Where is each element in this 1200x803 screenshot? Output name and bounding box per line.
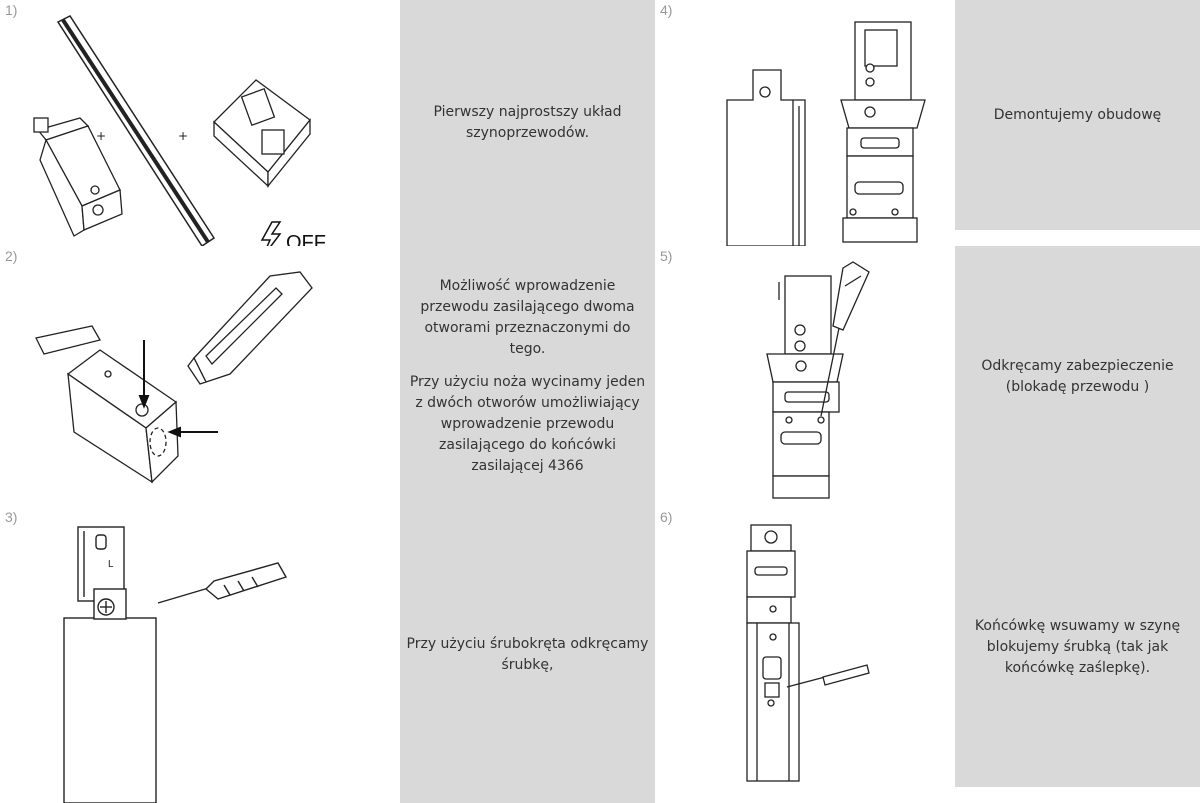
- step-2-line-6: z dwóch otworów umożliwiający: [415, 395, 640, 411]
- step-1-number: 1): [5, 2, 18, 18]
- step-5-line-1: Odkręcamy zabezpieczenie: [981, 357, 1174, 374]
- step-4-line-1: Demontujemy obudowę: [993, 106, 1162, 123]
- step-3-description: Przy użyciu śrubokręta odkręcamy śrubkę,: [400, 507, 655, 803]
- step-1-illustration: 1) + +: [0, 0, 400, 246]
- step-2-line-9: zasilającej 4366: [471, 458, 584, 474]
- step-2-line-7: wprowadzenie przewodu: [440, 416, 615, 432]
- track-system-drawing: + + OFF: [33, 15, 326, 246]
- step-5-number: 5): [660, 248, 673, 264]
- step-2-line-4: tego.: [509, 341, 546, 357]
- step-5-line-2: (blokadę przewodu ): [1005, 378, 1150, 395]
- screwdriver-drawing: L: [63, 526, 288, 803]
- step-1-line-2: szynoprzewodów.: [465, 125, 590, 141]
- housing-removal-drawing: [726, 21, 926, 246]
- step-2-number: 2): [5, 248, 18, 264]
- step-6-illustration: 6): [655, 507, 955, 803]
- step-6-line-2: blokujemy śrubką (tak jak: [986, 638, 1169, 655]
- step-4-description: Demontujemy obudowę: [955, 0, 1200, 230]
- step-4-number: 4): [660, 2, 673, 18]
- step-6-line-3: końcówkę zaślepkę).: [1004, 659, 1151, 676]
- step-5-description: Odkręcamy zabezpieczenie (blokadę przewo…: [955, 246, 1200, 507]
- insert-into-rail-drawing: [746, 524, 870, 782]
- unscrew-lock-drawing: [766, 261, 870, 499]
- step-2-illustration: 2): [0, 246, 400, 507]
- svg-text:+: +: [96, 129, 106, 143]
- step-2-line-3: otworami przeznaczonymi do: [424, 320, 631, 336]
- svg-text:+: +: [178, 129, 188, 143]
- step-2-line-8: zasilającego do końcówki: [439, 437, 616, 453]
- knife-cutting-drawing: [35, 271, 313, 484]
- step-3-illustration: 3) L: [0, 507, 400, 803]
- step-2-line-2: przewodu zasilającego dwoma: [420, 299, 635, 315]
- step-2-line-5: Przy użyciu noża wycinamy jeden: [409, 374, 646, 390]
- step-2-description: Możliwość wprowadzenie przewodu zasilają…: [400, 246, 655, 507]
- step-1-line-1: Pierwszy najprostszy układ: [433, 104, 622, 120]
- step-6-description: Końcówkę wsuwamy w szynę blokujemy śrubk…: [955, 507, 1200, 787]
- step-3-number: 3): [5, 509, 18, 525]
- step-3-line-2: śrubkę,: [501, 657, 554, 673]
- step-4-illustration: 4): [655, 0, 955, 246]
- step-1-description: Pierwszy najprostszy układ szynoprzewodó…: [400, 0, 655, 246]
- step-3-line-1: Przy użyciu śrubokręta odkręcamy: [406, 636, 649, 652]
- step-6-number: 6): [660, 509, 673, 525]
- step-2-line-1: Możliwość wprowadzenie: [439, 278, 616, 294]
- label-l: L: [108, 559, 114, 570]
- off-label: OFF: [286, 232, 326, 246]
- step-6-line-1: Końcówkę wsuwamy w szynę: [974, 617, 1181, 634]
- step-5-illustration: 5): [655, 246, 955, 507]
